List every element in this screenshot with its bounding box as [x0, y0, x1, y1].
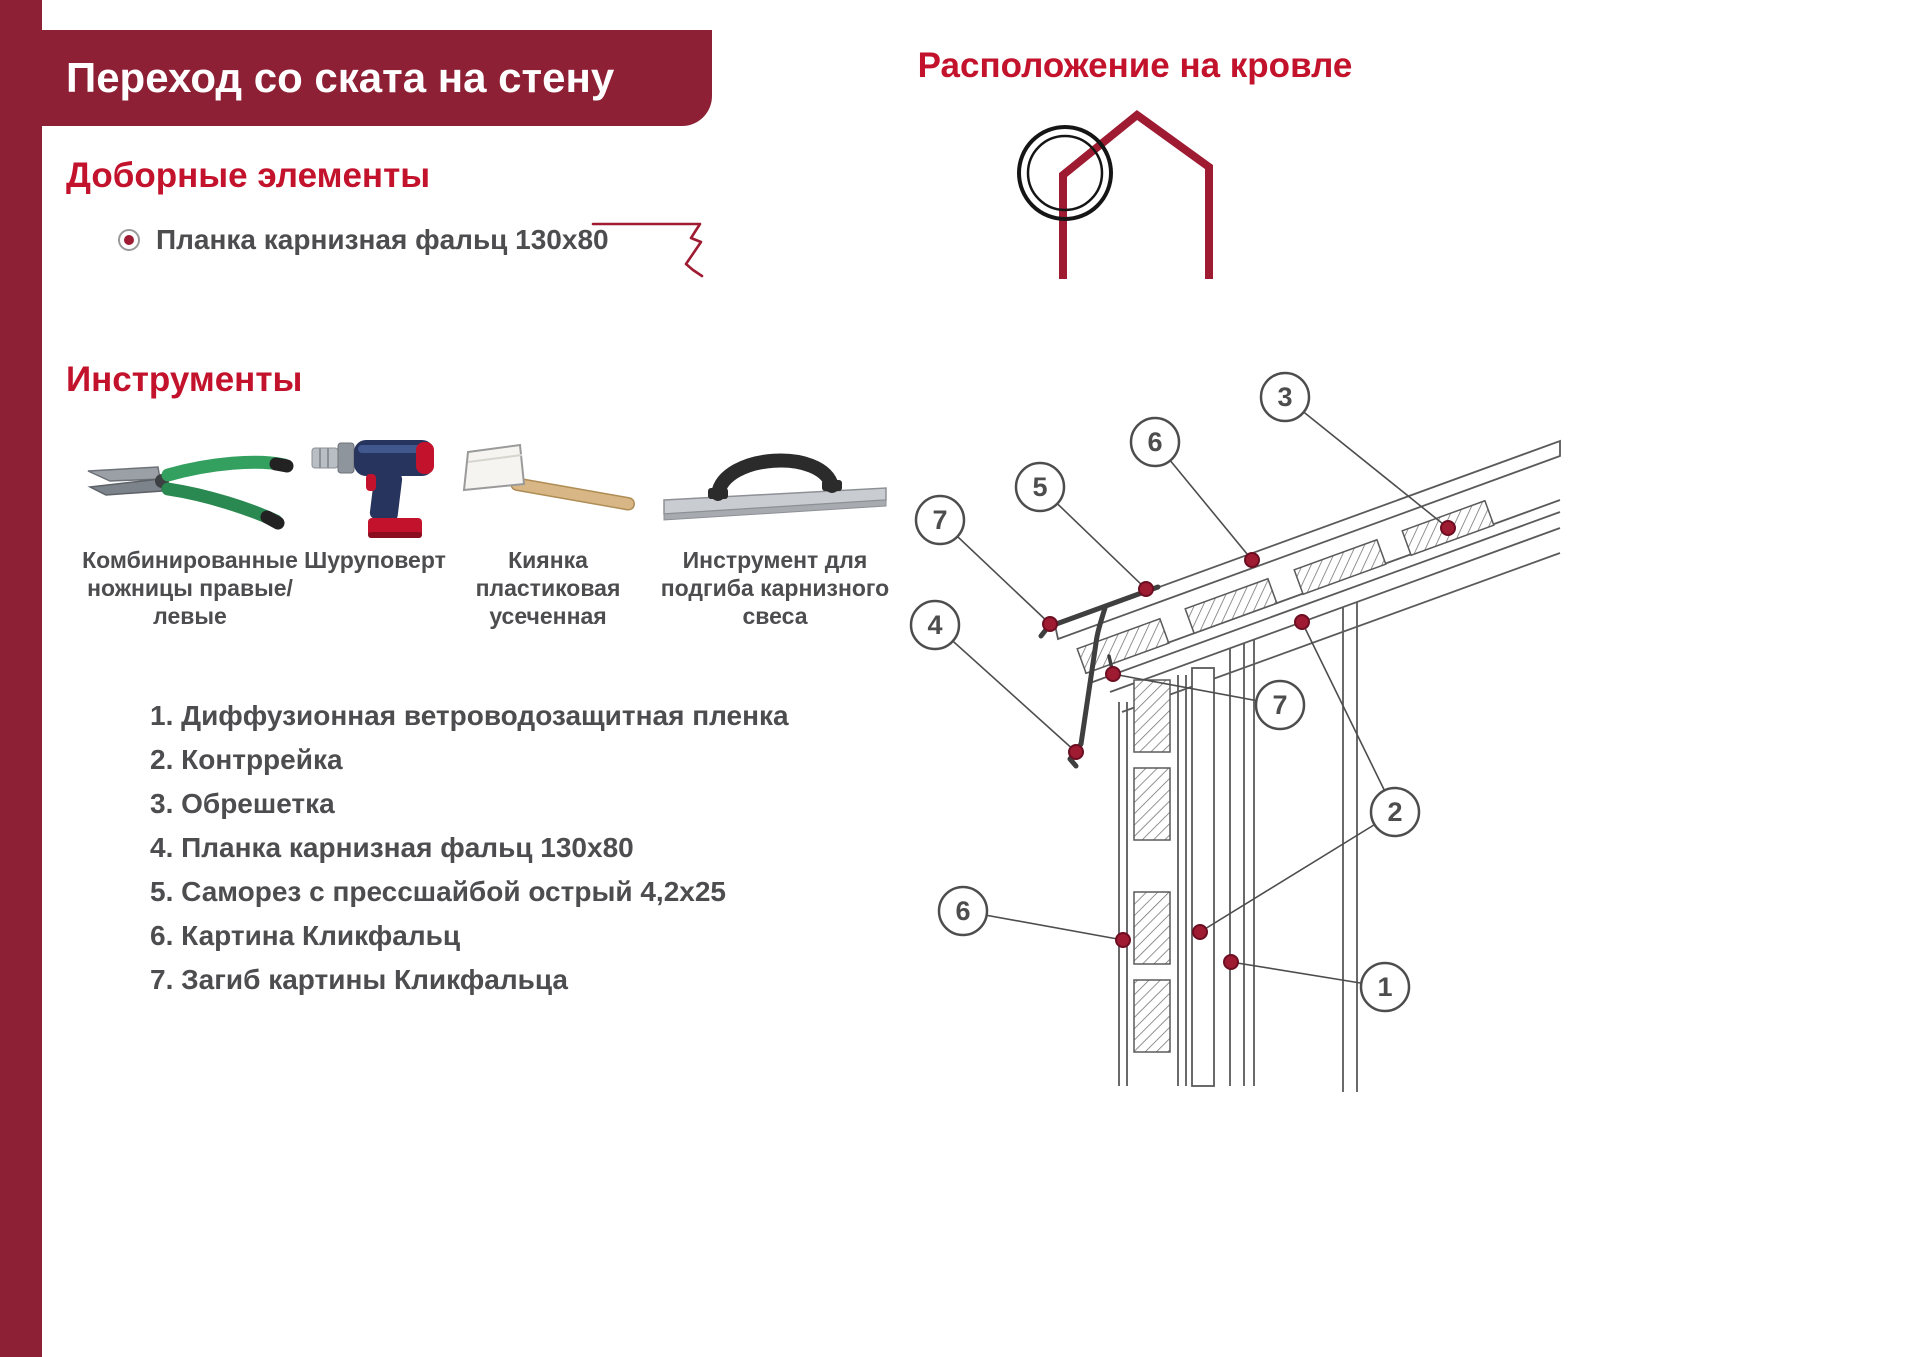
callout-obreshetka: 3 — [1259, 371, 1311, 423]
svg-text:1: 1 — [1377, 972, 1392, 1002]
svg-text:7: 7 — [1272, 690, 1287, 720]
callouts: 3 6 5 7 4 7 2 — [909, 371, 1421, 1013]
element-label: Планка карнизная фальц 130x80 — [156, 224, 609, 255]
callout-samorez: 5 — [1014, 461, 1066, 513]
tool-bender: Инструмент для подгиба карнизного свеса — [645, 428, 905, 630]
svg-text:3: 3 — [1277, 382, 1292, 412]
tool-snips: Комбинированные ножницы правые/левые — [60, 428, 320, 630]
legend-list: 1. Диффузионная ветроводозащитная пленка… — [150, 694, 789, 1002]
left-accent-bar — [0, 0, 42, 1357]
element-item: Планка карнизная фальц 130x80 — [118, 224, 609, 256]
callout-planka: 4 — [909, 599, 961, 651]
main-diagram: 3 6 5 7 4 7 2 — [909, 371, 1561, 1092]
svg-text:6: 6 — [1147, 427, 1162, 457]
svg-text:5: 5 — [1032, 472, 1047, 502]
wall-layers — [1118, 602, 1358, 1092]
bullet-icon — [118, 229, 140, 251]
svg-text:6: 6 — [955, 896, 970, 926]
snips-icon — [60, 428, 320, 540]
wall-battens — [1133, 679, 1171, 1053]
flashing-profile-icon — [591, 222, 704, 278]
legend-item: 3. Обрешетка — [150, 788, 335, 819]
svg-text:7: 7 — [932, 505, 947, 535]
callout-plenka: 1 — [1359, 961, 1411, 1013]
legend-item: 5. Саморез с прессшайбой острый 4,2x25 — [150, 876, 726, 907]
tool-bender-label: Инструмент для подгиба карнизного свеса — [660, 547, 890, 630]
legend-item: 1. Диффузионная ветроводозащитная пленка — [150, 700, 789, 731]
callout-zagib-top: 7 — [914, 494, 966, 546]
svg-text:2: 2 — [1387, 797, 1402, 827]
marker-dots — [1042, 520, 1456, 970]
roof-location-title: Расположение на кровле — [917, 46, 1353, 85]
page-title: Переход со ската на стену — [66, 54, 615, 101]
mallet-icon — [438, 428, 658, 540]
svg-text:4: 4 — [927, 610, 942, 640]
callout-kartina-wall: 6 — [937, 885, 989, 937]
house-location-icon — [1017, 109, 1213, 279]
hem-bender-icon — [645, 428, 905, 540]
tool-mallet: Киянка пластиковая усеченная — [438, 428, 658, 630]
tool-drill: Шуруповерт — [295, 428, 455, 574]
legend-item: 2. Контррейка — [150, 744, 343, 775]
drill-icon — [295, 428, 455, 540]
legend-item: 7. Загиб картины Кликфальца — [150, 964, 568, 995]
callout-kartina-top: 6 — [1129, 416, 1181, 468]
legend-item: 6. Картина Кликфальц — [150, 920, 461, 951]
elements-heading: Доборные элементы — [66, 156, 431, 195]
tools-heading: Инструменты — [66, 360, 303, 399]
tool-mallet-label: Киянка пластиковая усеченная — [475, 547, 621, 630]
tool-drill-label: Шуруповерт — [304, 547, 446, 573]
tool-snips-label: Комбинированные ножницы правые/левые — [82, 547, 298, 630]
callout-kontrreika: 2 — [1369, 786, 1421, 838]
callout-zagib-corner: 7 — [1254, 679, 1306, 731]
legend-item: 4. Планка карнизная фальц 130x80 — [150, 832, 634, 863]
title-banner: Переход со ската на стену — [0, 30, 712, 126]
